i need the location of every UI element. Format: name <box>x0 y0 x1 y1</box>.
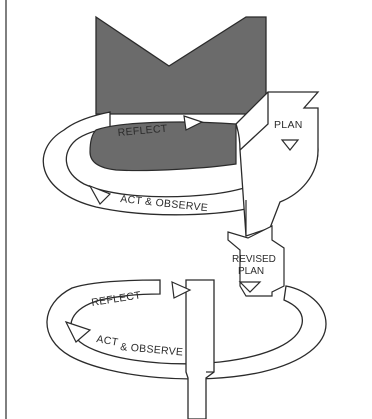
cycle2-act-arrow-icon <box>64 320 92 343</box>
cycle1-reflect-label: REFLECT <box>117 123 168 139</box>
cycle1-descending-strip <box>235 91 320 237</box>
cycle2-descending-strip <box>185 279 215 419</box>
revised-plan-label-line1: REVISED <box>232 254 276 265</box>
cycle2-act-label-part1: ACT <box>95 333 119 349</box>
revised-plan-label-line2: PLAN <box>238 266 264 277</box>
cycle1-act-arrow-icon <box>88 184 112 205</box>
cycle1-dark-hub <box>89 121 237 172</box>
cycle1-plan-label: PLAN <box>274 119 303 131</box>
connector-strip <box>227 225 285 297</box>
cycle2-reflect-arrow-icon <box>171 281 192 299</box>
cycle2-ring <box>46 279 327 380</box>
cycle1-reflect-arrow-icon <box>183 115 204 131</box>
cycle2-act-label-part2: & OBSERVE <box>120 341 184 358</box>
initial-arrow-shape <box>95 15 267 115</box>
cycle1-strip-fold <box>239 92 269 151</box>
revised-plan-arrow-icon <box>238 281 262 293</box>
cycle1-plan-arrow-icon <box>280 139 300 151</box>
